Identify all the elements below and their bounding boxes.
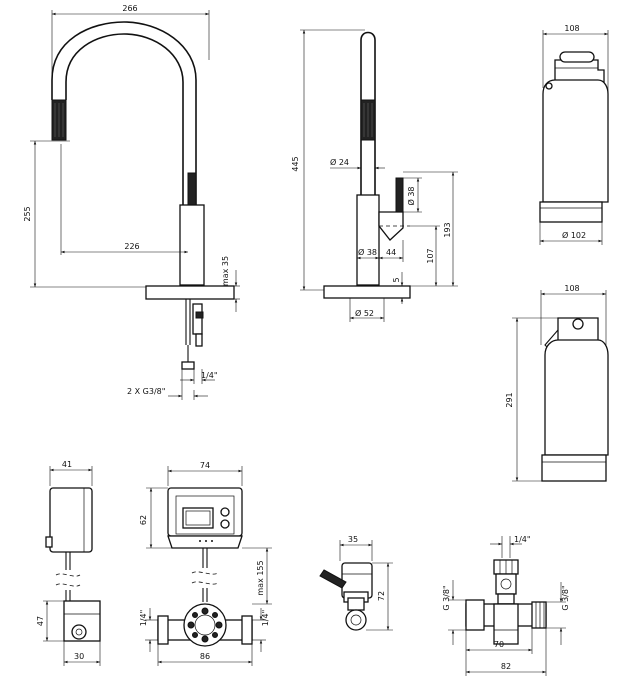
side-spout	[360, 31, 376, 195]
controller-display	[182, 507, 214, 529]
base-plate	[145, 285, 235, 300]
dim-controller-height-62: 62	[139, 515, 148, 525]
dim-base-dia-52: Ø 52	[355, 308, 374, 318]
dim-controller-thread-left: 1/4"	[139, 610, 148, 627]
controller-button-up	[220, 507, 230, 517]
spout-outer-line	[51, 21, 197, 205]
filter-large-base	[541, 454, 607, 482]
dim-controller-width-86: 86	[200, 652, 210, 661]
dim-sensor-height-47: 47	[36, 616, 45, 626]
ball-valve: 35 72	[319, 535, 393, 631]
faucet-body	[179, 204, 205, 286]
filter-small-base	[539, 201, 603, 223]
dim-width-266: 266	[122, 4, 137, 13]
dim-filter-large-width: 108	[564, 284, 579, 293]
sensor-side-view: 41 47 30	[36, 460, 101, 666]
side-lever	[395, 177, 404, 213]
dim-tee-thread-left: G 3/8"	[442, 585, 451, 610]
dim-max-35: max 35	[221, 256, 230, 286]
side-base-plate	[323, 285, 411, 299]
dim-thread-quarter: 1/4"	[201, 371, 218, 380]
dim-tee-thread-right: G 3/8"	[561, 585, 570, 610]
tee-lower-body	[493, 603, 519, 645]
dim-tee-width-82: 82	[501, 662, 511, 671]
dim-height-193: 193	[443, 222, 452, 237]
dim-dia-24: Ø 24	[330, 157, 349, 167]
hose-nut	[181, 361, 195, 370]
filter-small-body	[542, 79, 609, 203]
dim-filter-small-width: 108	[564, 24, 579, 33]
controller-base	[167, 535, 243, 549]
dim-sensor-width-30: 30	[74, 652, 84, 661]
dim-tee-width-70: 70	[494, 640, 504, 649]
tee-fitting: 1/4" G 3/8" G 3/8" 70 82	[442, 535, 570, 676]
faucet-side-view: 445 Ø 24 Ø 38 193 107 44 Ø 38 5 Ø 52	[291, 29, 458, 322]
filter-cartridge-large: 108 291	[505, 284, 609, 482]
dim-dia-38-base: Ø 38	[358, 247, 377, 257]
connector-upper	[192, 303, 203, 335]
sensor-box	[49, 487, 93, 553]
dim-tee-thread-top: 1/4"	[514, 535, 531, 544]
valve-lever	[319, 569, 347, 589]
dim-valve-width-35: 35	[348, 535, 358, 544]
dim-thickness-5: 5	[392, 277, 401, 282]
controller-button-down	[220, 519, 230, 529]
spout-inner-line	[65, 33, 184, 205]
valve-port	[345, 609, 367, 631]
dim-offset-44: 44	[386, 248, 396, 257]
dim-controller-width-74: 74	[200, 461, 210, 470]
dim-controller-max-155: max 155	[256, 560, 265, 595]
dim-hose-thread: 2 X G3/8"	[127, 387, 165, 396]
dim-filter-small-dia: Ø 102	[562, 230, 586, 240]
dim-controller-thread-right: 1/4"	[261, 610, 270, 627]
dim-height-445: 445	[291, 156, 300, 171]
tee-left-nut	[465, 599, 485, 631]
faucet-front-view: 266 255 226 max 35 1/4" 2 X G3/8"	[23, 4, 240, 400]
tee-right-thread	[531, 601, 547, 629]
dim-height-107: 107	[426, 248, 435, 263]
dim-sensor-width-41: 41	[62, 460, 72, 469]
controller-unit: 74 62 max 155 1/4" 1/4" 86	[139, 461, 272, 666]
side-handle-block	[378, 211, 404, 241]
dim-filter-large-height: 291	[505, 392, 514, 407]
dim-height-255: 255	[23, 206, 32, 221]
dim-valve-height-72: 72	[377, 591, 386, 601]
side-body	[356, 194, 380, 286]
lever-handle	[187, 172, 197, 210]
filter-cartridge-small: 108 Ø 102	[539, 24, 609, 245]
dim-dia-38-handle: Ø 38	[406, 186, 416, 205]
filter-large-body	[544, 339, 609, 456]
dim-reach-226: 226	[124, 242, 139, 251]
